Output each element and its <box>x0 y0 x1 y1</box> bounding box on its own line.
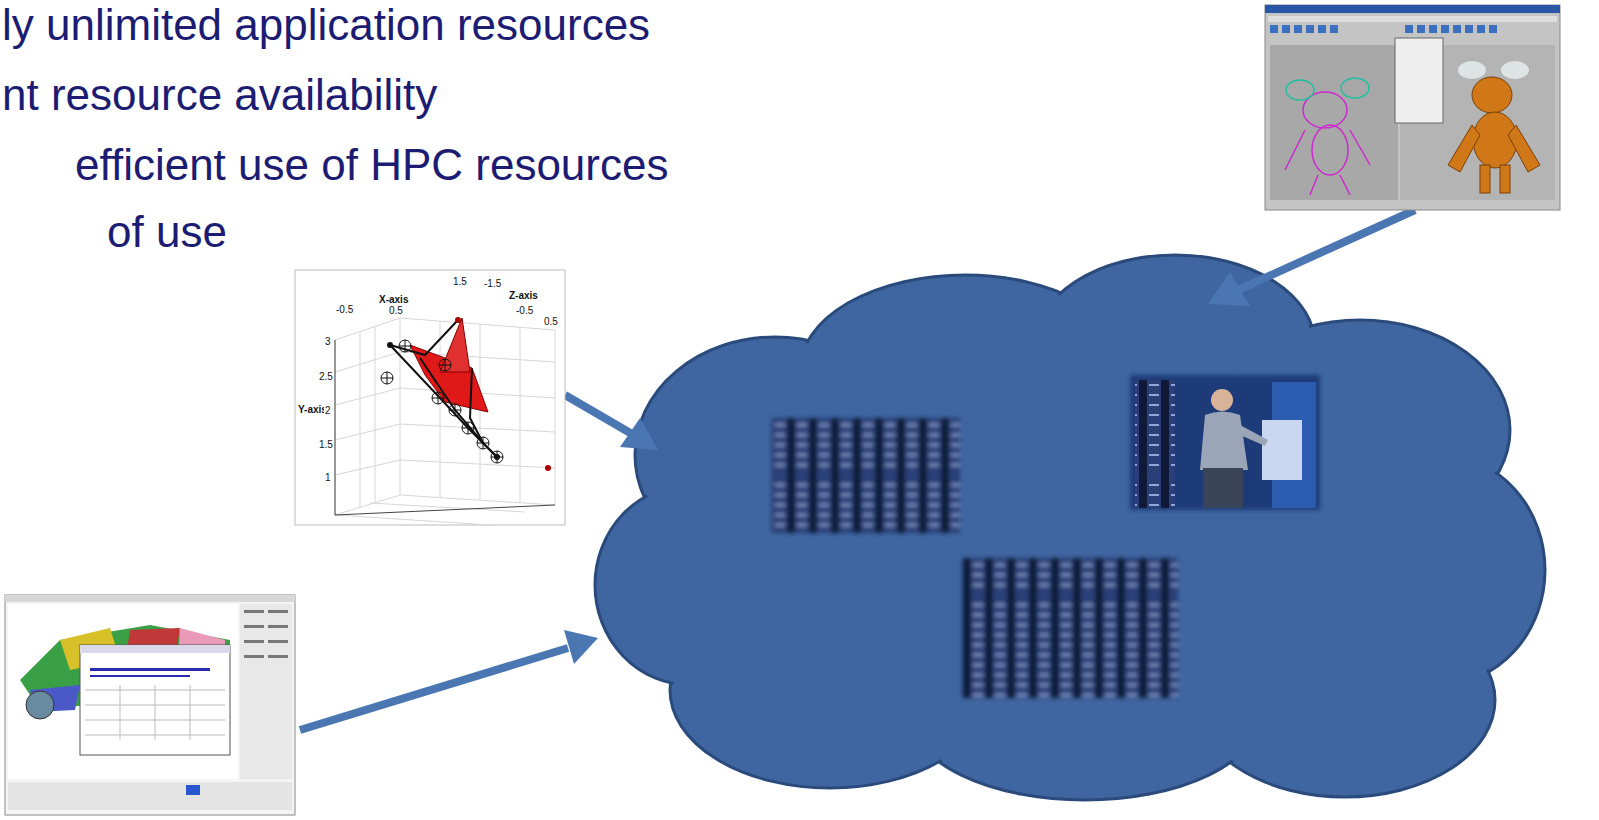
tick-label: 0.5 <box>543 316 559 327</box>
bullet-text: of use <box>107 207 227 257</box>
technician-photo <box>1130 375 1320 510</box>
cloud <box>595 255 1545 800</box>
tick-label: 1.5 <box>452 276 468 287</box>
animation-screenshot <box>1265 5 1560 210</box>
tick-label: -1.5 <box>483 278 502 289</box>
tick-label: -0.5 <box>335 304 354 315</box>
axis-label: Z-axis <box>508 290 539 301</box>
tick-label: -0.5 <box>515 305 534 316</box>
tick-label: 2 <box>324 405 332 416</box>
server-photo <box>772 418 1178 698</box>
bullet-text: nt resource availability <box>2 70 437 120</box>
bullet-text: ly unlimited application resources <box>2 0 650 50</box>
tick-label: 2.5 <box>318 371 334 382</box>
axis-label: X-axis <box>378 294 409 305</box>
bullet-text: efficient use of HPC resources <box>75 140 668 190</box>
cad-screenshot <box>5 595 295 815</box>
plot-3d <box>295 270 565 525</box>
tick-label: 1 <box>324 472 332 483</box>
tick-label: 0.5 <box>388 305 404 316</box>
tick-label: 3 <box>324 336 332 347</box>
tick-label: 1.5 <box>318 439 334 450</box>
